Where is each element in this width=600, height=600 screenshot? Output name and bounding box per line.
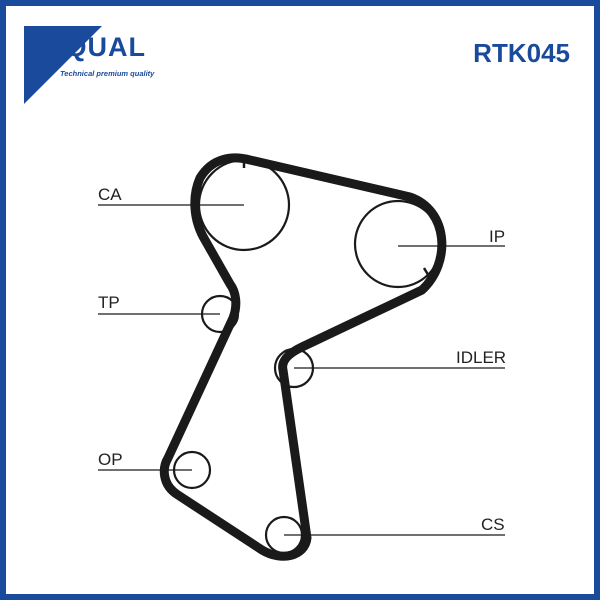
pulley-ip	[353, 199, 443, 289]
label-ca: CA	[98, 185, 122, 204]
logo-triangle	[24, 26, 102, 104]
label-idler: IDLER	[456, 348, 507, 367]
label-cs: CS	[481, 515, 505, 534]
timing-belt	[159, 153, 447, 561]
brand-name: REQUAL	[26, 32, 146, 62]
label-op: OP	[98, 450, 123, 469]
part-number: RTK045	[473, 38, 570, 68]
timing-mark-ip	[422, 267, 432, 279]
brand-tagline: Technical premium quality	[60, 69, 155, 78]
label-ip: IP	[489, 227, 506, 246]
brand-logo	[20, 22, 180, 104]
label-tp: TP	[98, 293, 120, 312]
logo-graphic	[24, 26, 102, 104]
